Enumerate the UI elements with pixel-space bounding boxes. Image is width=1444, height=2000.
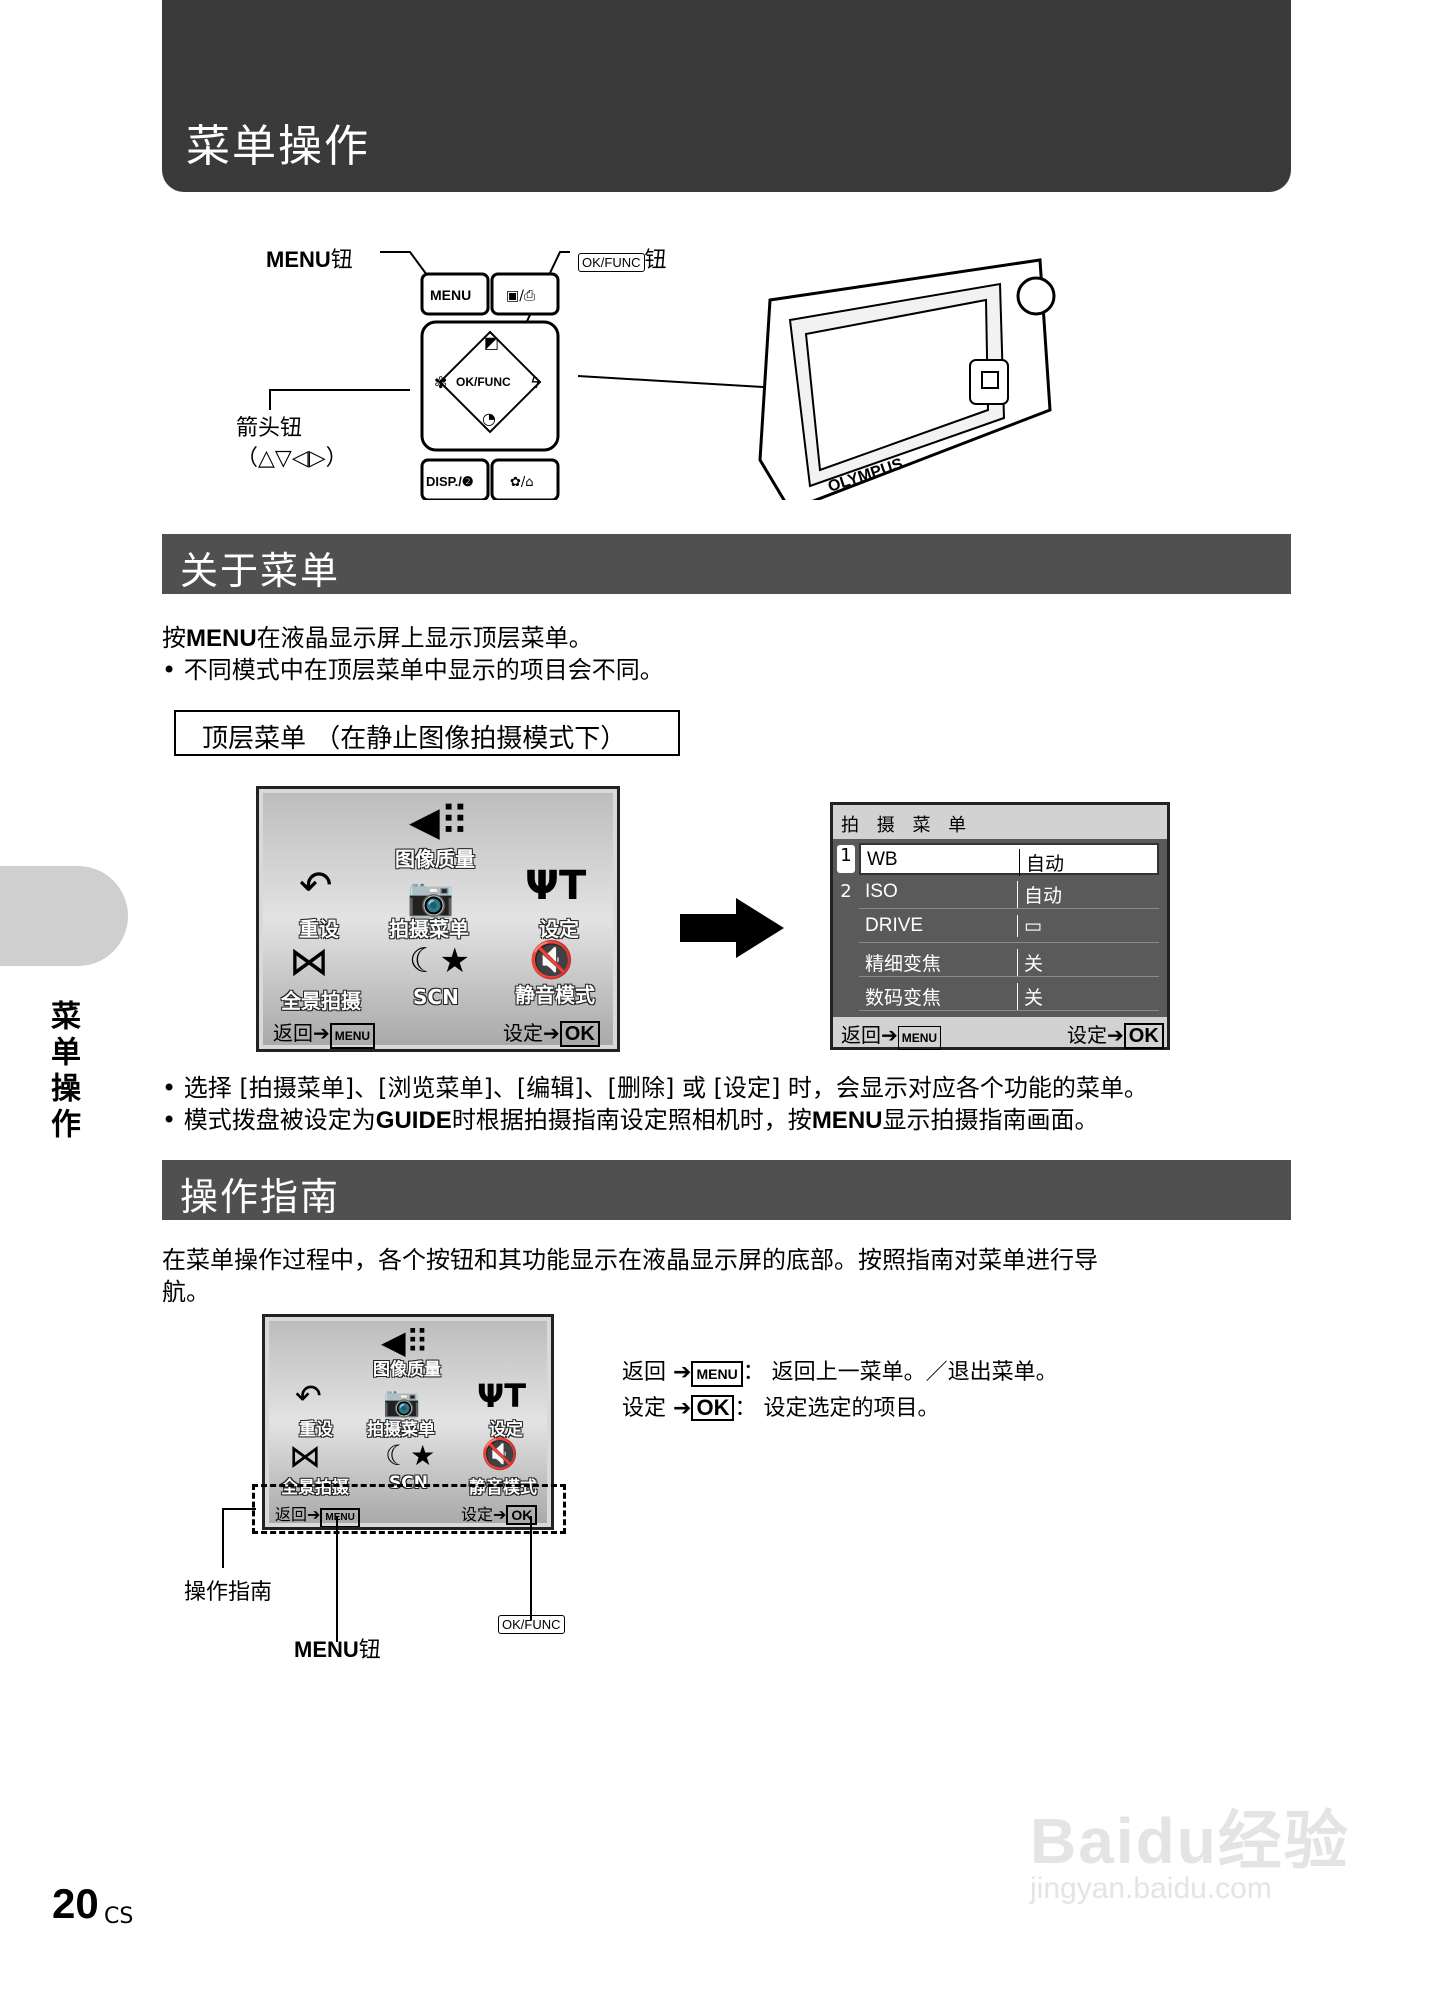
menu-item-shoot-menu[interactable]: 拍摄菜单 <box>367 1420 435 1440</box>
image-quality-icon: ◀⠿ <box>409 799 470 845</box>
guide-back: 返回➔MENU <box>273 1017 376 1049</box>
guide-set: 设定➔OK <box>503 1017 600 1047</box>
svg-text:ϟ: ϟ <box>530 373 541 392</box>
menu-button-callout: MENU钮 <box>266 247 353 273</box>
guide-highlight-top <box>252 1484 566 1487</box>
svg-text:MENU: MENU <box>430 287 471 303</box>
arrow-right-icon <box>680 898 784 958</box>
svg-text:✿/⌂: ✿/⌂ <box>510 475 534 490</box>
menu-row-fine-zoom[interactable]: 精细变焦关 <box>859 945 1159 977</box>
label-operation-guide: 操作指南 <box>184 1580 273 1605</box>
menu-item-reset[interactable]: 重设 <box>299 1420 333 1440</box>
callout-line <box>530 1516 532 1620</box>
menu-item-silent[interactable]: 静音模式 <box>469 1478 537 1498</box>
note-bullet1: • 选择 [拍摄菜单]、[浏览菜单]、[编辑]、[删除] 或 [设定] 时，会显… <box>162 1074 1148 1102</box>
menu-row-drive[interactable]: DRIVE▭ <box>859 911 1159 943</box>
shooting-menu-footer: 返回➔MENU 设定➔OK <box>833 1017 1167 1050</box>
side-tab <box>0 866 128 966</box>
reset-icon: ↶ <box>299 863 333 909</box>
menu-item-silent[interactable]: 静音模式 <box>515 983 595 1007</box>
top-menu-screen: ◀⠿ 图像质量 ↶ 重设 📷 拍摄菜单 ΨT 设定 ⋈ 全景拍摄 ☾★ SCN … <box>256 786 620 1052</box>
guide-para-line2: 航。 <box>162 1278 210 1306</box>
svg-text:◩: ◩ <box>484 333 499 352</box>
scn-icon: ☾★ <box>385 1439 436 1472</box>
svg-text:◔: ◔ <box>482 409 496 428</box>
camera-icon: 📷 <box>407 875 455 919</box>
guide-set: 设定➔OK <box>461 1501 538 1525</box>
guide-para-line1: 在菜单操作过程中，各个按钮和其功能显示在液晶显示屏的底部。按照指南对菜单进行导 <box>162 1246 1098 1274</box>
menu-row-digital-zoom[interactable]: 数码变焦关 <box>859 979 1159 1011</box>
menu-item-scn[interactable]: SCN <box>389 1473 428 1493</box>
mode-box: 顶层菜单 （在静止图像拍摄模式下） <box>174 710 680 756</box>
menu-item-shoot-menu[interactable]: 拍摄菜单 <box>389 917 469 941</box>
about-line1: 按MENU在液晶显示屏上显示顶层菜单。 <box>162 624 593 652</box>
camera-icon: 📷 <box>383 1385 421 1420</box>
callout-line <box>222 1508 224 1568</box>
menu-item-image-quality[interactable]: 图像质量 <box>395 847 475 871</box>
section-about-menu: 关于菜单 <box>162 534 1291 594</box>
page-title: 菜单操作 <box>186 121 370 172</box>
label-menu-button: MENU钮 <box>294 1637 381 1663</box>
page-lang: CS <box>104 1904 134 1929</box>
svg-text:DISP./❷: DISP./❷ <box>426 474 474 489</box>
page-number-2[interactable]: 2 <box>840 881 852 902</box>
callout-line <box>336 1516 338 1642</box>
silent-mode-icon: 🔇 <box>529 940 574 981</box>
setup-icon: ΨT <box>477 1377 527 1415</box>
note-bullet2: • 模式拨盘被设定为GUIDE时根据拍摄指南设定照相机时，按MENU显示拍摄指南… <box>162 1106 1099 1134</box>
panorama-icon: ⋈ <box>289 939 329 985</box>
section-title: 关于菜单 <box>180 549 341 593</box>
guide-row-back: 返回 ➔MENU： 返回上一菜单。／退出菜单。 <box>622 1360 1058 1387</box>
guide-screen: ◀⠿ 图像质量 ↶ 重设 📷 拍摄菜单 ΨT 设定 ⋈ 全景拍摄 ☾★ SCN … <box>262 1314 554 1530</box>
panorama-icon: ⋈ <box>289 1437 321 1475</box>
shooting-menu-title: 拍 摄 菜 单 <box>833 805 1167 839</box>
guide-back: 返回➔MENU <box>841 1019 942 1050</box>
menu-item-image-quality[interactable]: 图像质量 <box>373 1360 441 1380</box>
side-tab-label: 菜单操作 <box>45 1000 80 1144</box>
arrow-symbols: （△▽◁▷） <box>236 446 348 471</box>
scn-icon: ☾★ <box>409 941 470 981</box>
section-guide: 操作指南 <box>162 1160 1291 1220</box>
menu-item-setup[interactable]: 设定 <box>539 917 579 941</box>
guide-back: 返回➔MENU <box>275 1501 360 1527</box>
about-bullet1: • 不同模式中在顶层菜单中显示的项目会不同。 <box>162 656 664 684</box>
svg-text:▣/⎙: ▣/⎙ <box>506 288 535 304</box>
setup-icon: ΨT <box>525 863 587 909</box>
guide-highlight-box <box>252 1484 566 1534</box>
silent-mode-icon: 🔇 <box>481 1437 519 1472</box>
watermark-url: jingyan.baidu.com <box>1030 1872 1272 1905</box>
page-number: 20 <box>52 1880 99 1927</box>
arrow-button-callout: 箭头钮 <box>236 416 303 441</box>
section-title: 操作指南 <box>180 1175 341 1219</box>
svg-text:OK/FUNC: OK/FUNC <box>456 375 511 389</box>
watermark-logo: Baidu经验 <box>1030 1805 1350 1877</box>
callout-line <box>222 1508 256 1510</box>
menu-item-reset[interactable]: 重设 <box>299 917 339 941</box>
guide-row-set: 设定 ➔OK： 设定选定的项目。 <box>622 1395 940 1421</box>
image-quality-icon: ◀⠿ <box>381 1323 430 1361</box>
reset-icon: ↶ <box>295 1377 322 1415</box>
menu-item-setup[interactable]: 设定 <box>489 1420 523 1440</box>
label-okfunc-button: OK/FUNC <box>498 1610 565 1635</box>
guide-set: 设定➔OK <box>1067 1019 1164 1049</box>
camera-illustration: MENU ▣/⎙ OK/FUNC DISP./❷ ✿/⌂ ◩ ✾ ϟ ◔ OLY… <box>269 251 1056 500</box>
menu-item-panorama[interactable]: 全景拍摄 <box>281 1478 349 1498</box>
page-number-1[interactable]: 1 <box>837 845 855 873</box>
menu-item-scn[interactable]: SCN <box>413 985 459 1009</box>
header-banner <box>162 0 1291 192</box>
menu-item-panorama[interactable]: 全景拍摄 <box>281 989 361 1013</box>
svg-text:✾: ✾ <box>434 373 447 392</box>
